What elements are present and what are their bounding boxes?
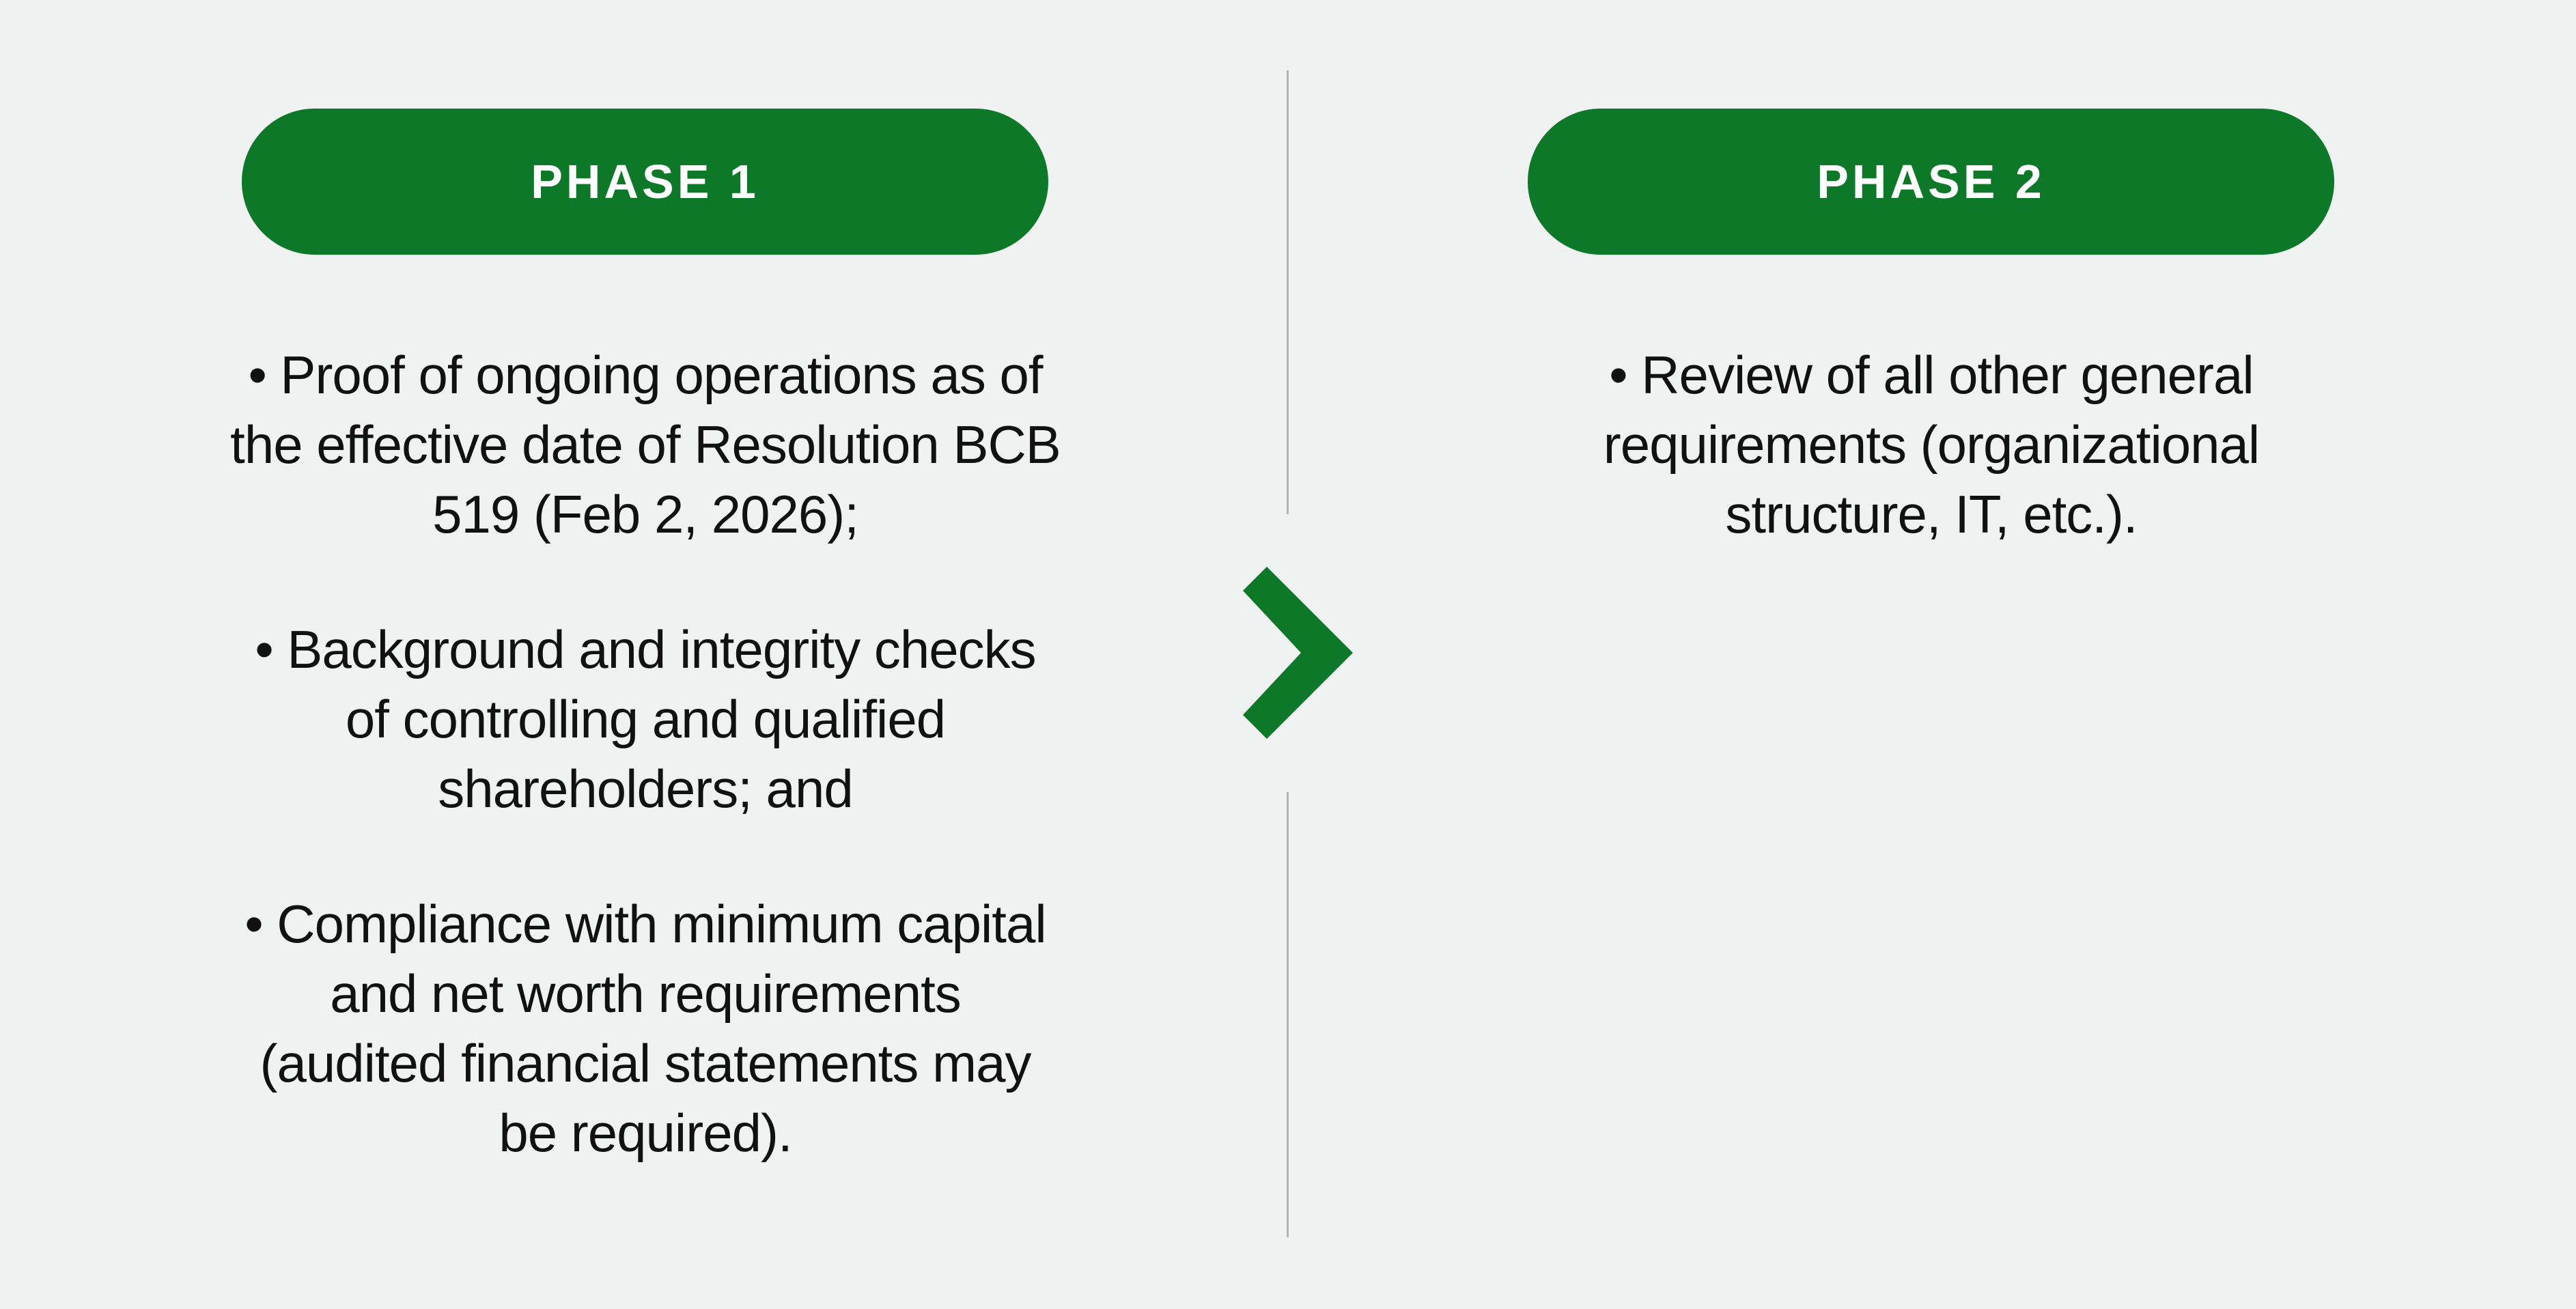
phase-2-pill: PHASE 2 xyxy=(1528,109,2334,255)
phase-1-pill: PHASE 1 xyxy=(242,109,1048,255)
phase-2-label: PHASE 2 xyxy=(1817,155,2045,208)
column-divider-top xyxy=(1287,70,1289,514)
phase-2-text-block: • Review of all other general requiremen… xyxy=(1399,340,2464,615)
phase-1-bullet-3: • Compliance with minimum capital and ne… xyxy=(244,894,1046,1163)
phase-1-text-block: • Proof of ongoing operations as of the … xyxy=(113,340,1178,1233)
phase-1-label: PHASE 1 xyxy=(531,155,759,208)
chevron-right-icon xyxy=(1243,567,1353,739)
phase-1-bullet-1: • Proof of ongoing operations as of the … xyxy=(230,345,1061,544)
column-divider-bottom xyxy=(1287,792,1289,1237)
phase-1-bullet-2: • Background and integrity checks of con… xyxy=(255,619,1036,819)
phase-2-bullet-1: • Review of all other general requiremen… xyxy=(1603,345,2260,544)
